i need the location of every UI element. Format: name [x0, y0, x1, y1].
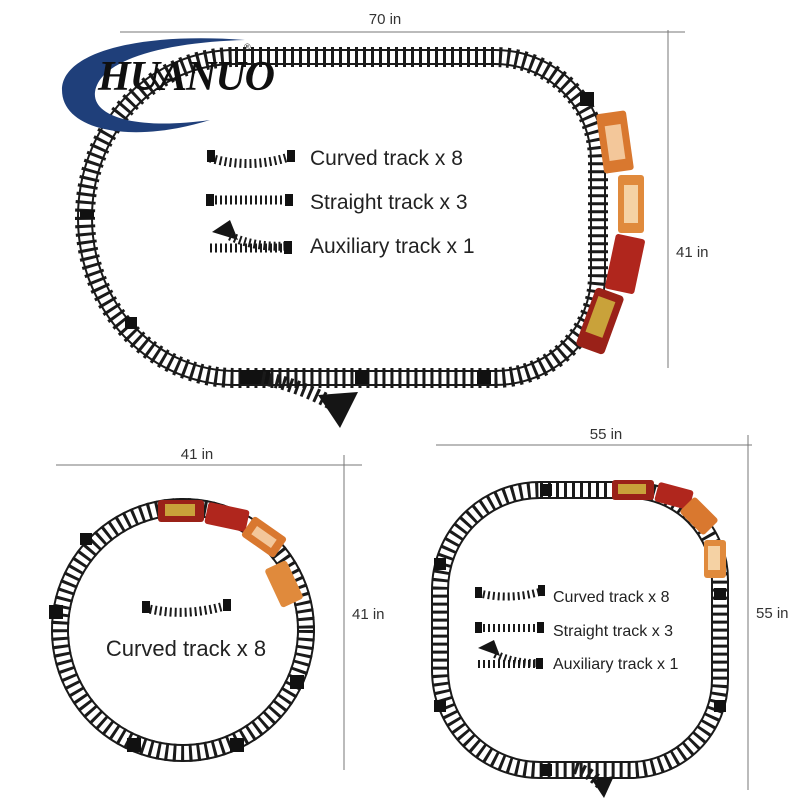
oval-legend-curved-label: Curved track x 8 — [310, 147, 463, 170]
circle-height-label: 41 in — [352, 606, 385, 623]
square-width-label: 55 in — [590, 426, 623, 443]
logo-wordmark: HUANUO — [97, 54, 275, 100]
curved-track-icon — [207, 150, 295, 168]
oval-layout: 70 in 41 in — [74, 11, 709, 428]
auxiliary-track-icon — [210, 220, 292, 254]
oval-height-label: 41 in — [676, 244, 709, 261]
auxiliary-track-icon — [478, 640, 543, 669]
circle-train — [158, 500, 303, 608]
oval-legend-auxiliary-label: Auxiliary track x 1 — [310, 235, 475, 258]
square-legend-auxiliary-label: Auxiliary track x 1 — [553, 656, 678, 673]
oval-track — [74, 47, 608, 388]
square-track — [431, 481, 729, 779]
square-legend-curved-label: Curved track x 8 — [553, 589, 670, 606]
rounded-square-layout: 55 in 55 in — [431, 426, 789, 798]
oval-width-label: 70 in — [369, 11, 402, 28]
square-legend-straight-label: Straight track x 3 — [553, 623, 673, 640]
straight-track-icon — [475, 622, 544, 633]
curved-track-icon — [475, 585, 545, 601]
oval-legend-straight-label: Straight track x 3 — [310, 191, 468, 214]
oval-train — [576, 110, 645, 355]
huanuo-logo: HUANUO ® — [62, 38, 276, 133]
circle-track — [49, 498, 315, 762]
circle-width-label: 41 in — [181, 446, 214, 463]
square-train — [612, 480, 726, 578]
logo-registered-mark: ® — [244, 42, 251, 52]
square-auxiliary-track — [573, 762, 614, 798]
logo-swoosh — [62, 38, 245, 133]
curved-track-icon — [142, 599, 231, 617]
oval-auxiliary-track — [260, 371, 358, 428]
circle-legend: Curved track x 8 — [106, 599, 266, 661]
oval-legend: Curved track x 8 Straight track x 3 Auxi… — [206, 147, 475, 258]
circle-legend-curved-label: Curved track x 8 — [106, 636, 266, 661]
square-legend: Curved track x 8 Straight track x 3 Auxi… — [475, 585, 678, 673]
circle-layout: 41 in 41 in Curved track — [49, 446, 385, 770]
square-height-label: 55 in — [756, 605, 789, 622]
straight-track-icon — [206, 194, 293, 206]
